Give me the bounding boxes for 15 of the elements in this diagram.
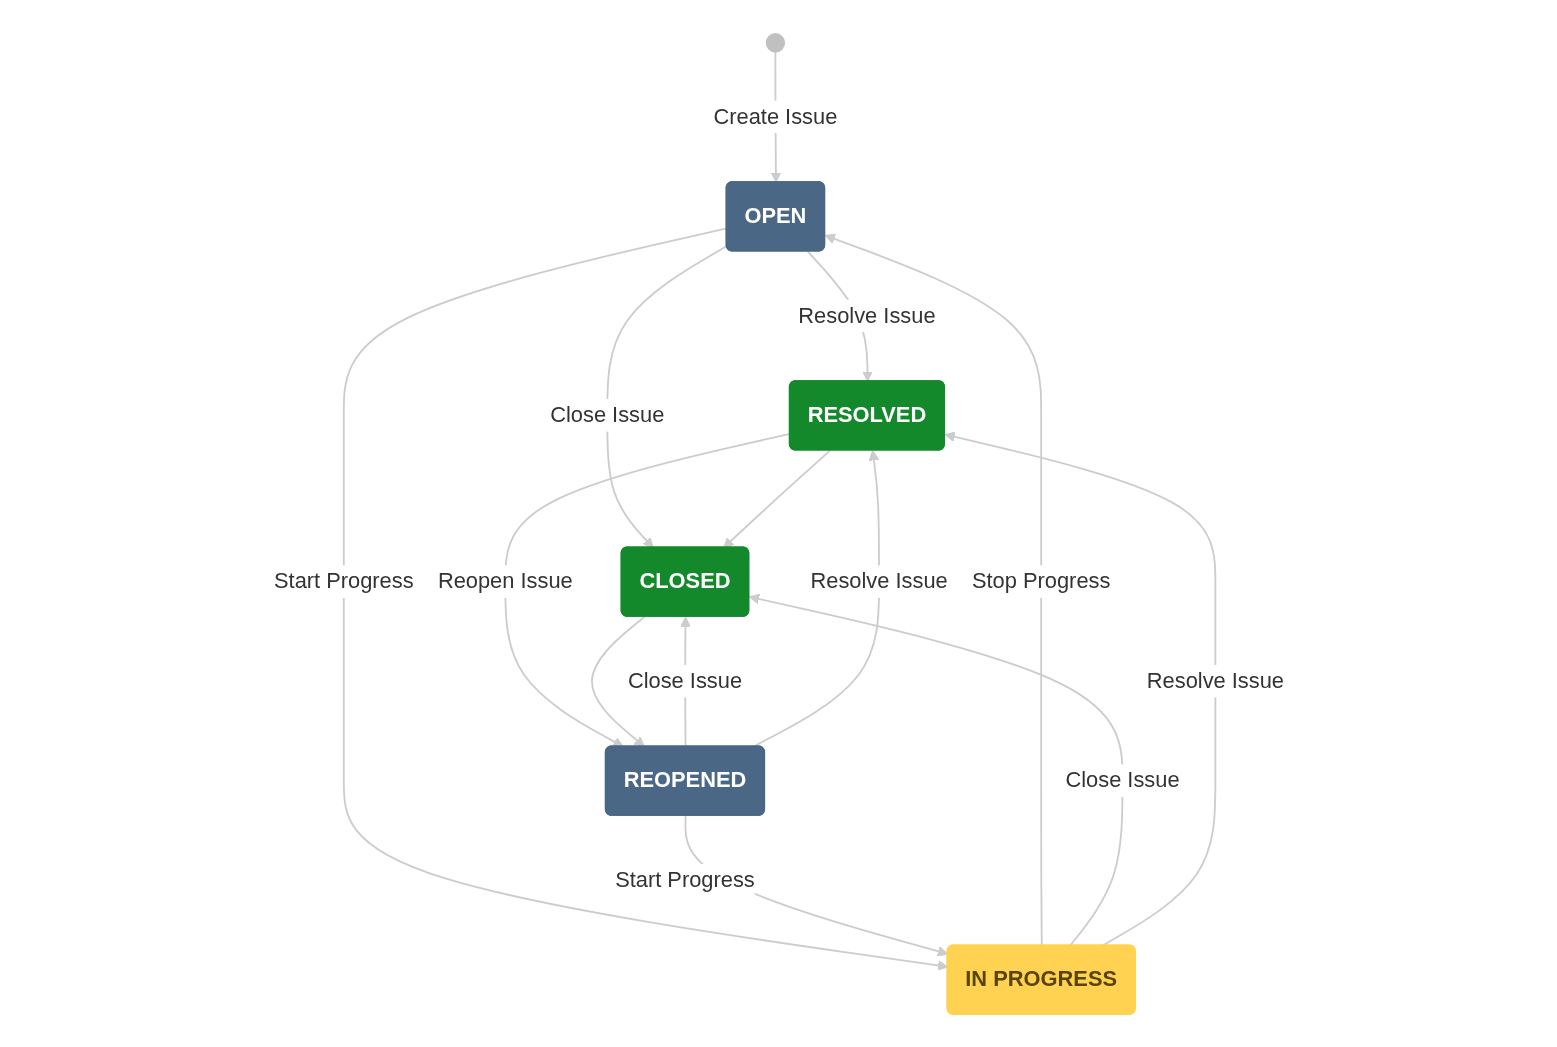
edge-label: Reopen Issue — [437, 568, 573, 593]
edge-label: Resolve Issue — [809, 568, 948, 593]
edge-label: Create Issue — [712, 103, 837, 128]
edge-label: Resolve Issue — [797, 302, 936, 327]
arrow — [590, 615, 645, 747]
edge-label: Start Progress — [273, 568, 414, 593]
edge-label: Close Issue — [627, 667, 742, 693]
node-circle — [765, 32, 785, 52]
edge-label: Close Issue — [549, 402, 664, 427]
arrow — [605, 244, 728, 548]
edge-label: Resolve Issue — [1146, 667, 1284, 693]
edge-label: Start Progress — [614, 866, 755, 892]
arrow — [722, 449, 831, 548]
edge-label: Stop Progress — [971, 568, 1110, 593]
edge-label: Close Issue — [1064, 767, 1180, 792]
